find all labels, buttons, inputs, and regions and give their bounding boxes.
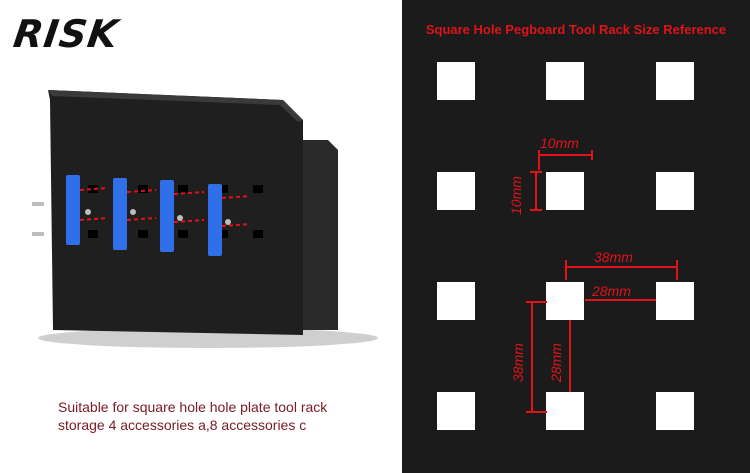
peg-hole — [656, 62, 694, 100]
peg-hole — [437, 392, 475, 430]
peg-hole — [546, 282, 584, 320]
peg-hole — [546, 392, 584, 430]
peg-hole — [546, 172, 584, 210]
assembly-arrows — [79, 187, 251, 227]
peg-hole — [437, 62, 475, 100]
blue-accessories — [66, 175, 222, 256]
peg-hole — [546, 62, 584, 100]
peg-hole — [437, 172, 475, 210]
horizontal-gap-label: 28mm — [592, 283, 631, 299]
hole-height-label: 10mm — [508, 176, 524, 215]
size-reference-panel: Square Hole Pegboard Tool Rack Size Refe… — [402, 0, 750, 473]
vertical-pitch-label: 38mm — [510, 343, 526, 382]
caption-line-2: storage 4 accessories a,8 accessories c — [58, 417, 307, 433]
dimension-lines — [526, 150, 678, 413]
peg-hole — [437, 282, 475, 320]
peg-hole — [656, 172, 694, 210]
rack-front — [48, 90, 303, 335]
screws — [32, 202, 231, 236]
caption-line-1: Suitable for square hole hole plate tool… — [58, 399, 328, 415]
size-reference-title: Square Hole Pegboard Tool Rack Size Refe… — [425, 22, 727, 37]
rack-top-edge — [48, 90, 303, 122]
hole-width-label: 10mm — [540, 135, 579, 151]
brand-logo: RISK — [10, 12, 122, 56]
product-panel: RISK — [10, 12, 388, 434]
tool-rack-illustration — [32, 90, 378, 348]
peg-hole — [656, 282, 694, 320]
peg-hole — [656, 392, 694, 430]
vertical-gap-label: 28mm — [548, 343, 564, 382]
board-holes — [88, 185, 263, 238]
horizontal-pitch-label: 38mm — [594, 249, 633, 265]
product-caption: Suitable for square hole hole plate tool… — [58, 398, 388, 434]
